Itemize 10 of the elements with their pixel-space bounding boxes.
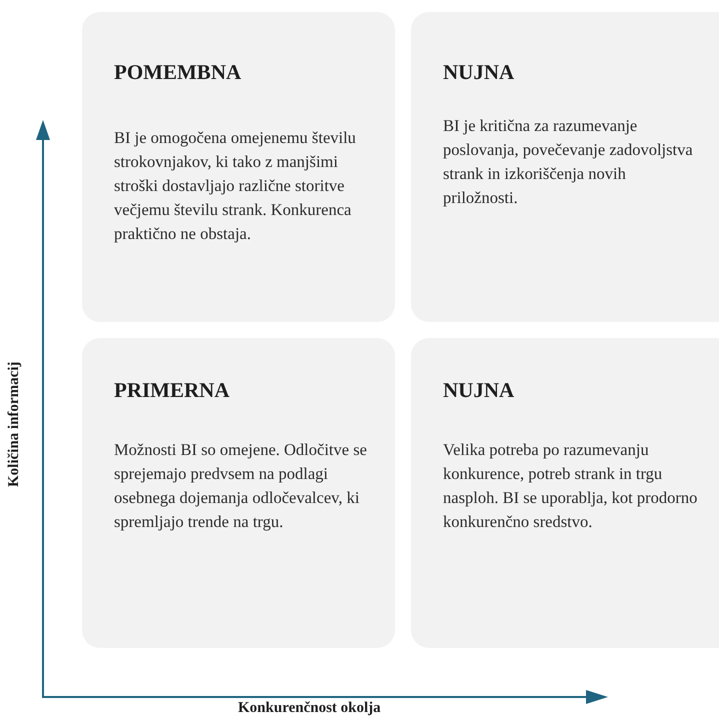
quadrant-heading: POMEMBNA — [114, 60, 242, 85]
quadrant-heading: NUJNA — [443, 378, 514, 403]
quadrant-description: Možnosti BI so omejene. Odločitve se sprejemajo predvsem na podlagi osebnega dojemanja odločevalcev, ki spremljajo trende na trgu. — [114, 439, 368, 533]
quadrant-heading: PRIMERNA — [114, 378, 230, 403]
quadrant-description: BI je omogočena omejenemu številu strokovnjakov, ki tako z manjšimi stroški dostavljajo različne storitve večjemu številu strank. Konkurenca praktično ne obstaja. — [114, 127, 357, 245]
x-axis-title: Konkurenčnost okolja — [238, 700, 381, 717]
quadrant-description: Velika potreba po razumevanju konkurence, potreb strank in trgu nasploh. BI se uporablja, kot prodorno konkurenčno sredstvo. — [443, 439, 698, 533]
quadrant-heading: NUJNA — [443, 60, 514, 85]
quadrant-description: BI je kritična za razumevanje poslovanja, povečevanje zadovoljstva strank in izkoriščenja novih priložnosti. — [443, 115, 694, 209]
y-axis-title: Količina informacij — [6, 362, 23, 487]
